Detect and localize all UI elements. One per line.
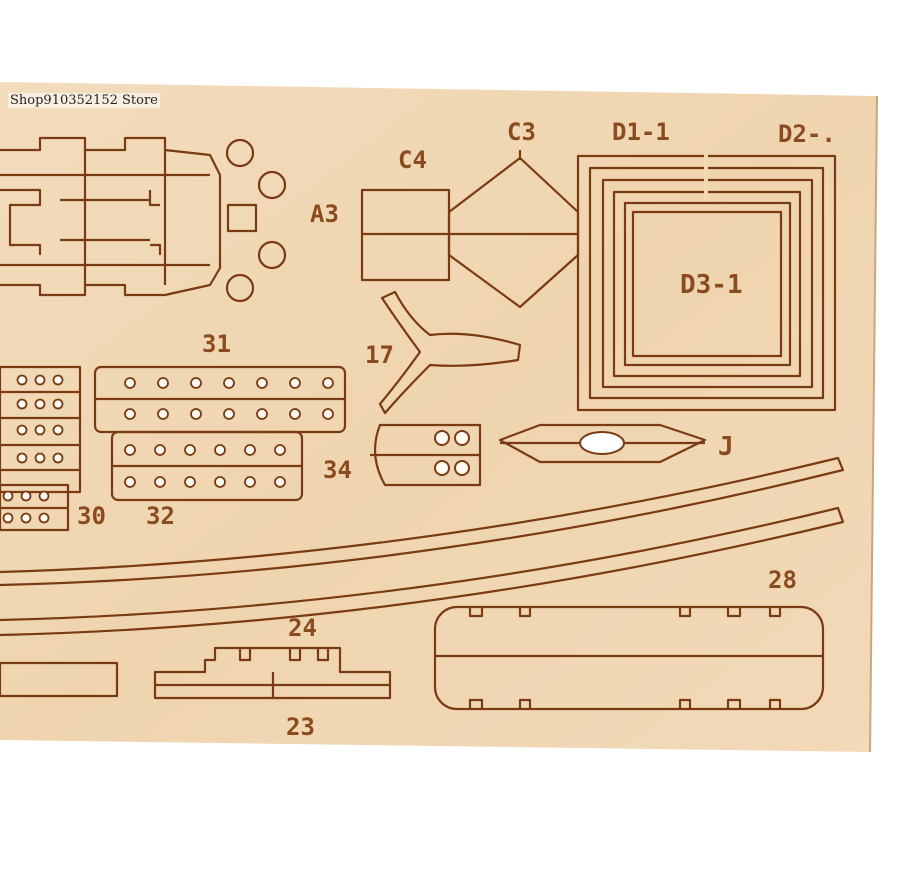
part-28-frame [433, 605, 825, 711]
shield-hole [454, 430, 470, 446]
perforation-hole [16, 374, 28, 386]
perforation-hole [124, 444, 136, 456]
perforation-hole [16, 398, 28, 410]
label-c3: C3 [507, 118, 536, 146]
perforation-hole [244, 444, 256, 456]
perforation-hole [190, 408, 202, 420]
perforation-hole [256, 408, 268, 420]
label-34: 34 [323, 456, 352, 484]
perforation-hole [124, 476, 136, 488]
perforation-hole [34, 398, 46, 410]
part-32-plate [110, 430, 304, 502]
part-23-24-strip [153, 646, 392, 700]
label-d1-1: D1-1 [612, 118, 670, 146]
perforation-hole [223, 377, 235, 389]
perforation-hole [20, 490, 32, 502]
perforation-hole [256, 377, 268, 389]
perforation-hole [2, 490, 14, 502]
label-17: 17 [365, 341, 394, 369]
perforation-hole [124, 408, 136, 420]
perforation-hole [34, 452, 46, 464]
perforation-hole [20, 512, 32, 524]
label-28: 28 [768, 566, 797, 594]
label-d2: D2-. [778, 120, 836, 148]
perforation-hole [157, 377, 169, 389]
hull-part-left [0, 136, 222, 297]
curved-strips [0, 456, 845, 637]
perforation-hole [289, 377, 301, 389]
perforation-hole [34, 424, 46, 436]
board-edge-shadow [869, 95, 878, 753]
label-a3: A3 [310, 200, 339, 228]
perforation-hole [16, 424, 28, 436]
perforation-hole [157, 408, 169, 420]
label-30: 30 [77, 502, 106, 530]
shield-hole [454, 460, 470, 476]
label-31: 31 [202, 330, 231, 358]
label-24: 24 [288, 614, 317, 642]
part-j-center-hole [579, 431, 625, 455]
ring-parts [225, 138, 287, 303]
perforation-hole [184, 444, 196, 456]
label-d3-1: D3-1 [680, 270, 743, 300]
part-17-wing [378, 290, 522, 415]
perforation-hole [154, 476, 166, 488]
perforation-hole [322, 408, 334, 420]
perforation-hole [274, 476, 286, 488]
bottom-left-strip [0, 661, 119, 698]
perforation-holes [2, 374, 334, 524]
shield-hole [434, 460, 450, 476]
perforation-hole [52, 452, 64, 464]
perforation-hole [190, 377, 202, 389]
store-watermark: Shop910352152 Store [8, 93, 160, 108]
label-c4: C4 [398, 146, 427, 174]
label-32: 32 [146, 502, 175, 530]
perforation-hole [38, 490, 50, 502]
label-23: 23 [286, 713, 315, 741]
perforation-hole [322, 377, 334, 389]
perforation-hole [52, 424, 64, 436]
perforation-hole [16, 452, 28, 464]
perforation-hole [223, 408, 235, 420]
perforation-hole [289, 408, 301, 420]
perforation-hole [38, 512, 50, 524]
perforation-hole [154, 444, 166, 456]
perforation-hole [184, 476, 196, 488]
part-shield [370, 423, 482, 487]
perforation-hole [214, 476, 226, 488]
perforation-hole [124, 377, 136, 389]
left-perforated-strips [0, 365, 82, 532]
perforation-hole [34, 374, 46, 386]
perforation-hole [214, 444, 226, 456]
label-j: J [718, 432, 734, 462]
perforation-hole [2, 512, 14, 524]
part-d-frames [576, 150, 837, 412]
shield-hole [434, 430, 450, 446]
perforation-hole [52, 374, 64, 386]
perforation-hole [244, 476, 256, 488]
perforation-hole [274, 444, 286, 456]
perforation-hole [52, 398, 64, 410]
